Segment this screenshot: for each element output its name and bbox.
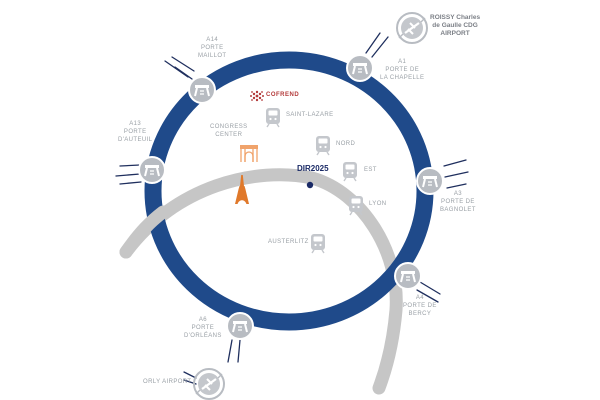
gate-a4-label: A4 PORTE DE BERCY: [403, 295, 437, 317]
orly-airport-label: ORLY AIRPORT: [143, 379, 192, 385]
eiffel-tower-icon: [235, 175, 249, 204]
highway-icon: [226, 312, 254, 340]
train-icon: [265, 107, 281, 128]
gate-a1-label: A1 PORTE DE LA CHAPELLE: [380, 59, 425, 81]
congress-center-label: CONGRESS CENTER: [210, 124, 248, 138]
roissy-airport-label: ROISSY Charles de Gaulle CDG AIRPORT: [430, 14, 481, 37]
highway-icon: [188, 76, 216, 104]
gate-a6-label: A6 PORTE D'ORLÉANS: [184, 317, 222, 339]
cofrend-label: COFREND: [266, 92, 300, 98]
station-est-label: EST: [364, 167, 377, 173]
station-lyon-label: LYON: [369, 201, 387, 207]
train-icon: [342, 161, 358, 182]
station-nord-label: NORD: [336, 141, 356, 147]
highway-icon: [394, 262, 422, 290]
train-icon: [315, 135, 331, 156]
highway-icon: [346, 54, 374, 82]
center-dot: [306, 181, 314, 189]
airplane-icon: [395, 11, 429, 45]
highway-icon: [138, 156, 166, 184]
gate-a13-label: A13 PORTE D'AUTEUIL: [118, 121, 153, 143]
airplane-icon: [192, 367, 226, 400]
train-icon: [310, 233, 326, 254]
seine-river-crossing: [119, 205, 170, 259]
arc-de-triomphe-icon: [240, 145, 258, 162]
highway-streaks: [115, 32, 469, 385]
station-saint-lazare-label: SAINT-LAZARE: [286, 112, 334, 118]
center-label: DIR2025: [297, 164, 329, 173]
cofrend-icon: [250, 90, 264, 102]
gate-a3-label: A3 PORTE DE BAGNOLET: [440, 191, 476, 213]
station-austerlitz-label: AUSTERLITZ: [268, 239, 309, 245]
gate-a14-label: A14 PORTE MAILLOT: [198, 37, 227, 59]
